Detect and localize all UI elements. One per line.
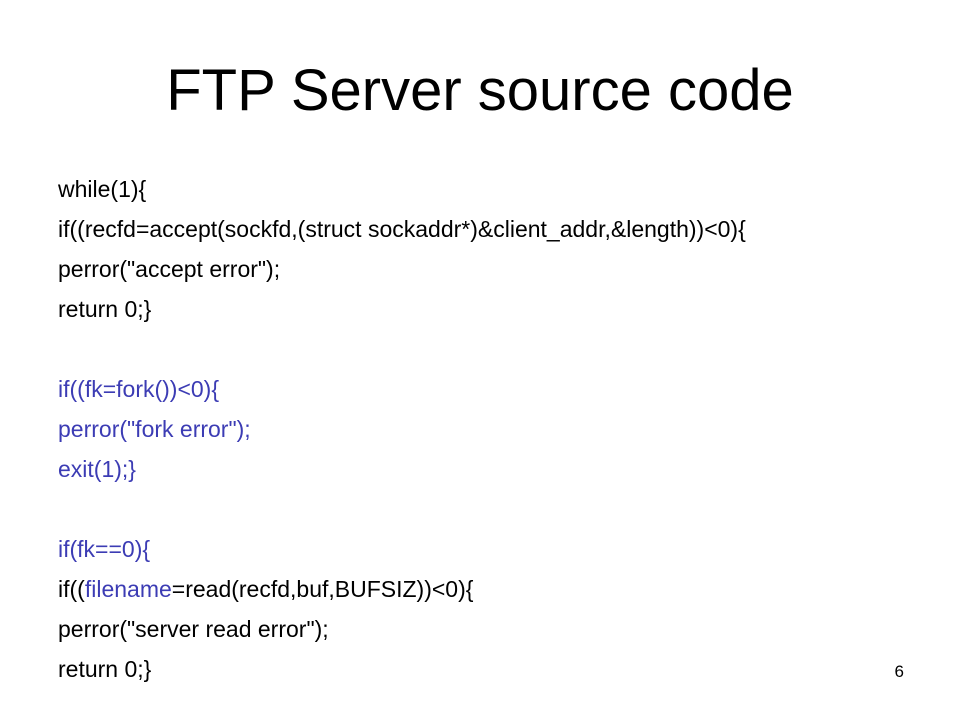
code-line (58, 489, 938, 529)
code-segment: exit(1);} (58, 456, 136, 482)
page-number: 6 (894, 662, 904, 681)
code-segment: if((fk=fork())<0){ (58, 376, 220, 402)
code-segment: return 0;} (58, 656, 152, 682)
code-segment: return 0;} (58, 296, 152, 322)
code-line: if((fk=fork())<0){ (58, 369, 938, 409)
code-segment: =read(recfd,buf,BUFSIZ))<0){ (171, 576, 474, 602)
code-segment: if(fk==0){ (58, 536, 151, 562)
code-line: while(1){ (58, 169, 938, 209)
code-line: return 0;} (58, 649, 938, 689)
slide-title: FTP Server source code (166, 58, 794, 123)
code-line: perror("fork error"); (58, 409, 938, 449)
code-segment: perror("fork error"); (58, 416, 251, 442)
code-segment: while(1){ (58, 176, 147, 202)
code-block: while(1){ if((recfd=accept(sockfd,(struct… (58, 169, 938, 689)
code-line: perror("accept error"); (58, 249, 938, 289)
code-segment: if(( (58, 576, 85, 602)
code-line: if(fk==0){ (58, 529, 938, 569)
code-line: return 0;} (58, 289, 938, 329)
code-line: if((recfd=accept(sockfd,(struct sockaddr… (58, 209, 938, 249)
code-line: perror("server read error"); (58, 609, 938, 649)
code-segment: perror("server read error"); (58, 616, 329, 642)
code-line: exit(1);} (58, 449, 938, 489)
code-line (58, 329, 938, 369)
code-segment: if((recfd=accept(sockfd,(struct sockaddr… (58, 216, 746, 242)
code-line: if((filename=read(recfd,buf,BUFSIZ))<0){ (58, 569, 938, 609)
code-segment: filename (84, 576, 172, 602)
code-segment: perror("accept error"); (58, 256, 281, 282)
